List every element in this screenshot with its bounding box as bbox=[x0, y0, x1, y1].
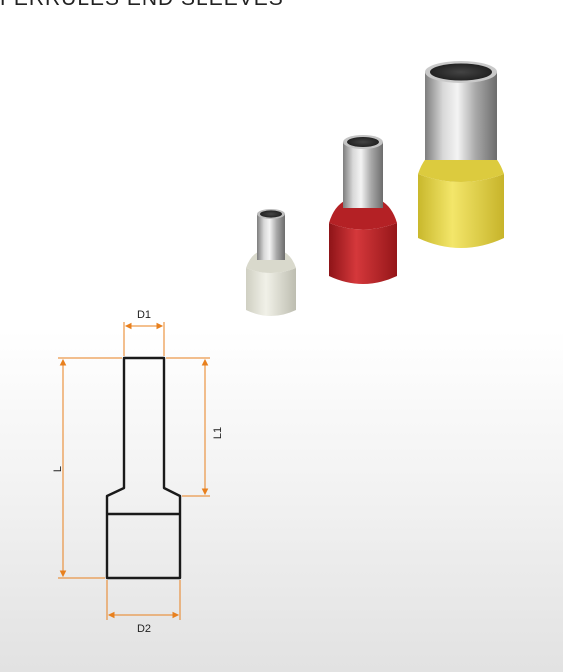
background-gradient bbox=[0, 330, 563, 672]
white-ferrule-image bbox=[246, 209, 296, 316]
dimension-l1 bbox=[166, 357, 210, 497]
red-ferrule-image bbox=[329, 135, 397, 284]
dimension-l bbox=[58, 357, 122, 579]
d2-label: D2 bbox=[137, 623, 151, 635]
ferrule-outline-drawing bbox=[105, 356, 182, 580]
yellow-ferrule-image bbox=[418, 61, 504, 248]
l1-label: L1 bbox=[212, 427, 224, 439]
dimension-d1 bbox=[123, 322, 165, 356]
d1-label: D1 bbox=[137, 309, 151, 321]
dimension-d2 bbox=[106, 580, 181, 620]
page-title: FERRULES END SLEEVES bbox=[0, 0, 563, 10]
l-label: L bbox=[52, 466, 64, 472]
